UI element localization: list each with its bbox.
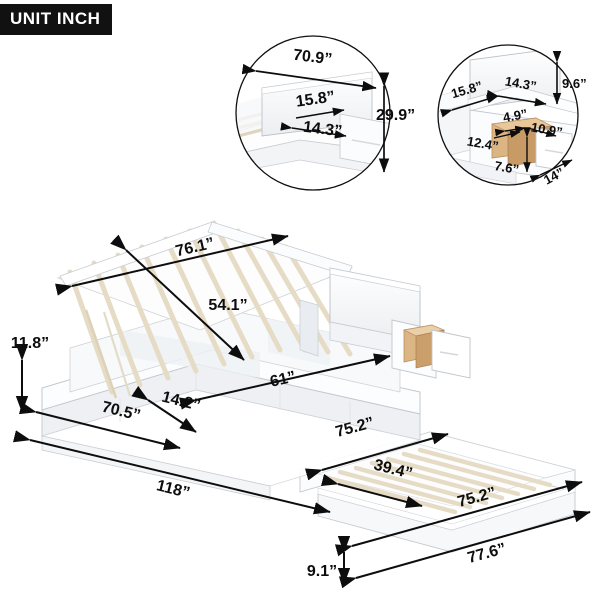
unit-inch-badge: UNIT INCH — [0, 4, 113, 35]
dim-label: 14.3” — [302, 119, 343, 141]
dim-label: 12.4” — [466, 133, 500, 153]
dim-label: 15.8” — [295, 88, 336, 110]
dim-label: 54.1” — [208, 297, 247, 314]
drawer-detail-inset — [437, 44, 579, 186]
dim-label: 9.6” — [562, 76, 587, 91]
storage-drawer — [391, 319, 471, 379]
dim-label: 7.6” — [493, 158, 520, 177]
dimension-lines — [12, 233, 591, 589]
dim-label: 14.3” — [504, 73, 538, 93]
inset-circle-right — [437, 44, 579, 186]
inset-circle-left — [235, 35, 391, 191]
dim-label: 61” — [269, 368, 298, 390]
dim-label: 11.8” — [11, 335, 49, 352]
dim-label: 70.9” — [292, 47, 333, 69]
dim-label: 9.1” — [307, 563, 337, 580]
dim-label: 4.9” — [502, 106, 529, 125]
main-bed-illustration — [12, 220, 591, 589]
dim-label: 29.9” — [376, 107, 415, 124]
dim-label: 10.9” — [530, 119, 564, 139]
